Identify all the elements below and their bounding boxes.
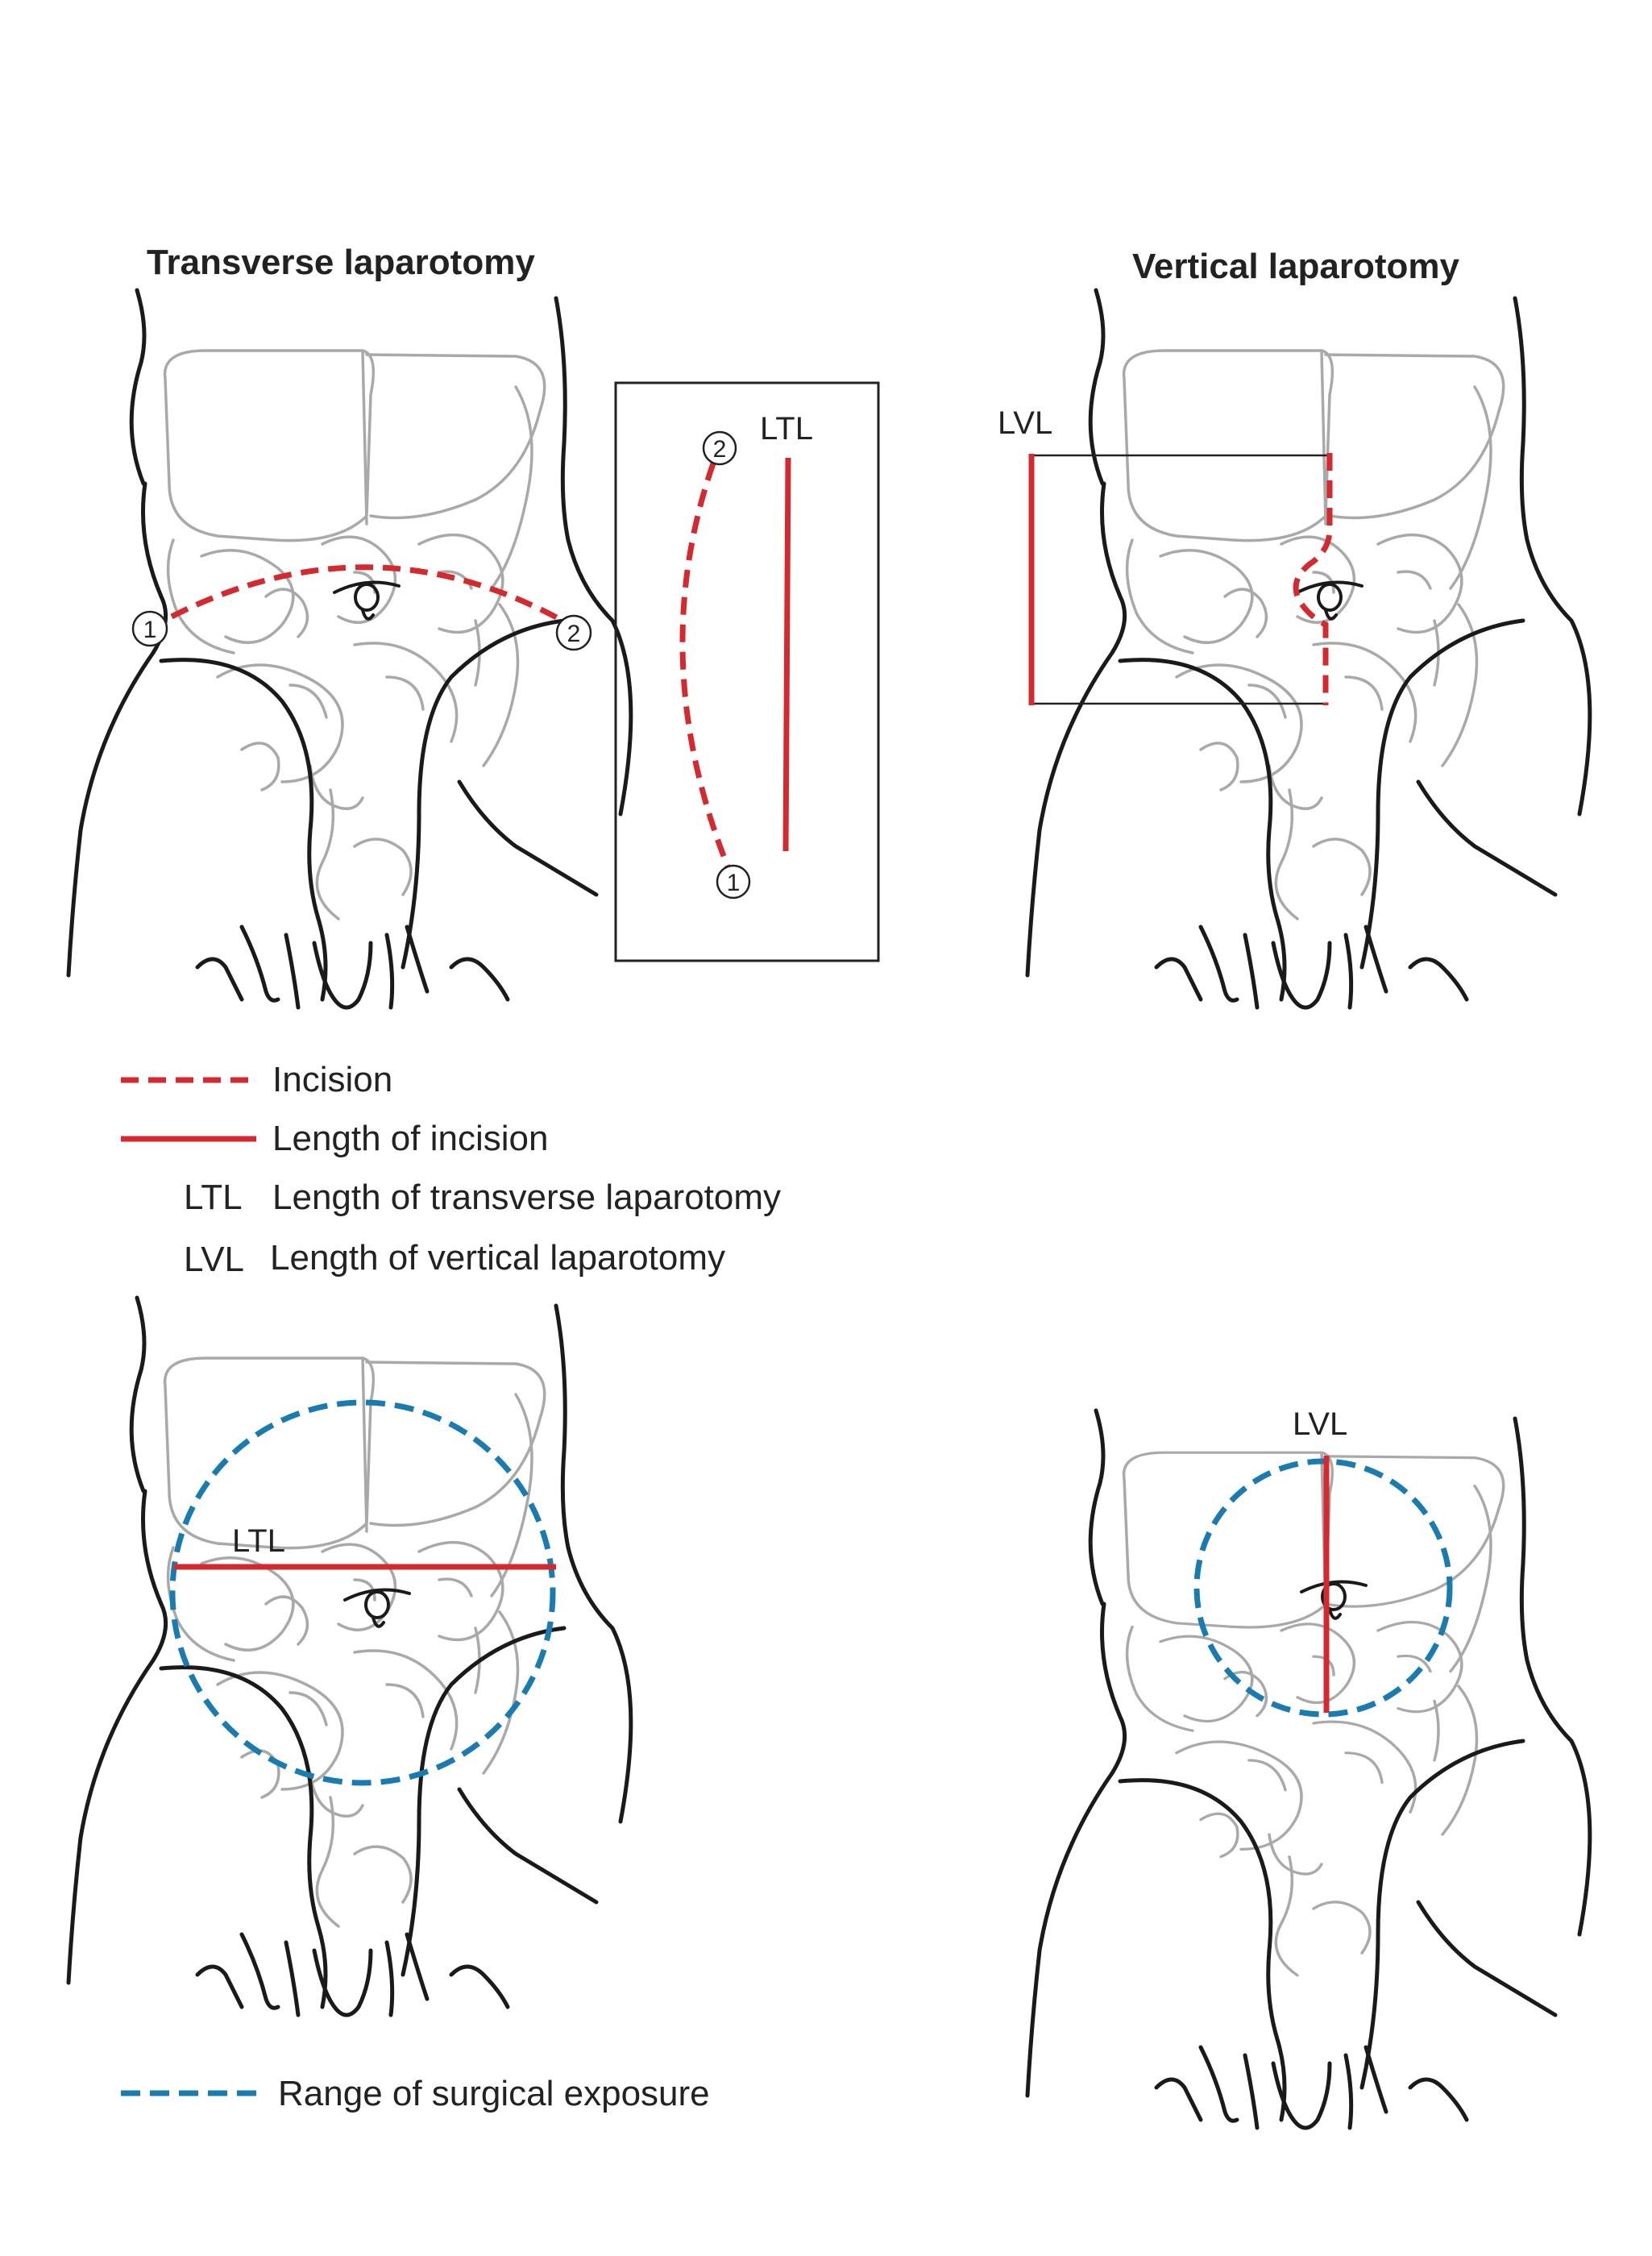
ltl-label: LTL: [232, 1523, 285, 1559]
point-2-marker: 2: [555, 614, 592, 651]
point-1-marker: 1: [131, 610, 168, 647]
legend-lvl-text: Length of vertical laparotomy: [270, 1238, 725, 1278]
legend-incision-label: Incision: [272, 1060, 392, 1099]
panel-transverse-incision: 1 2: [68, 290, 631, 1008]
inset-ltl-length-line: [782, 457, 791, 852]
legend-ltl: LTL Length of transverse laparotomy: [184, 1178, 781, 1217]
legend-length-label: Length of incision: [272, 1119, 548, 1158]
panel-transverse-exposure: LTL: [68, 1298, 631, 2015]
svg-text:1: 1: [727, 870, 741, 896]
inset-ltl-label: LTL: [760, 411, 813, 447]
organs-illustration: [1122, 349, 1505, 920]
legend-lvl: LVL Length of vertical laparotomy: [184, 1238, 725, 1279]
lvl-label: LVL: [998, 405, 1052, 441]
navel-icon: [1300, 1580, 1368, 1620]
inset-point-2-marker: 2: [702, 430, 737, 466]
legend-ltl-text: Length of transverse laparotomy: [272, 1178, 781, 1217]
torso-outline: [1027, 290, 1590, 1008]
vertical-laparotomy-title: Vertical laparotomy: [1132, 247, 1459, 286]
lvl-exposure-label: LVL: [1293, 1406, 1347, 1442]
torso-outline: [68, 290, 631, 1008]
torso-outline: [1027, 1411, 1590, 2128]
inset-curved-incision: [679, 462, 733, 872]
panel-vertical-incision: LVL: [998, 290, 1590, 1008]
legend-lvl-abbr: LVL: [184, 1240, 244, 1279]
legend-exposure-label: Range of surgical exposure: [278, 2074, 710, 2113]
svg-text:2: 2: [567, 621, 581, 647]
vertical-exposure-circle: [1193, 1458, 1453, 1718]
panel-vertical-exposure: LVL: [1027, 1406, 1590, 2128]
inset-point-1-marker: 1: [716, 864, 751, 899]
vertical-incision-line: [1293, 453, 1333, 705]
legend-ltl-abbr: LTL: [184, 1178, 243, 1217]
organs-illustration: [163, 349, 546, 920]
svg-text:2: 2: [713, 436, 727, 463]
svg-text:1: 1: [143, 617, 157, 643]
transverse-incision-line: [170, 564, 564, 624]
legend-exposure: Range of surgical exposure: [121, 2074, 710, 2113]
transverse-laparotomy-title: Transverse laparotomy: [147, 243, 535, 282]
legend-length-of-incision: Length of incision: [121, 1119, 548, 1158]
organs-illustration: [163, 1357, 546, 1928]
inset-ltl-box: LTL 2 1: [614, 381, 880, 962]
transverse-exposure-circle: [169, 1399, 556, 1786]
legend-incision: Incision: [121, 1060, 392, 1099]
